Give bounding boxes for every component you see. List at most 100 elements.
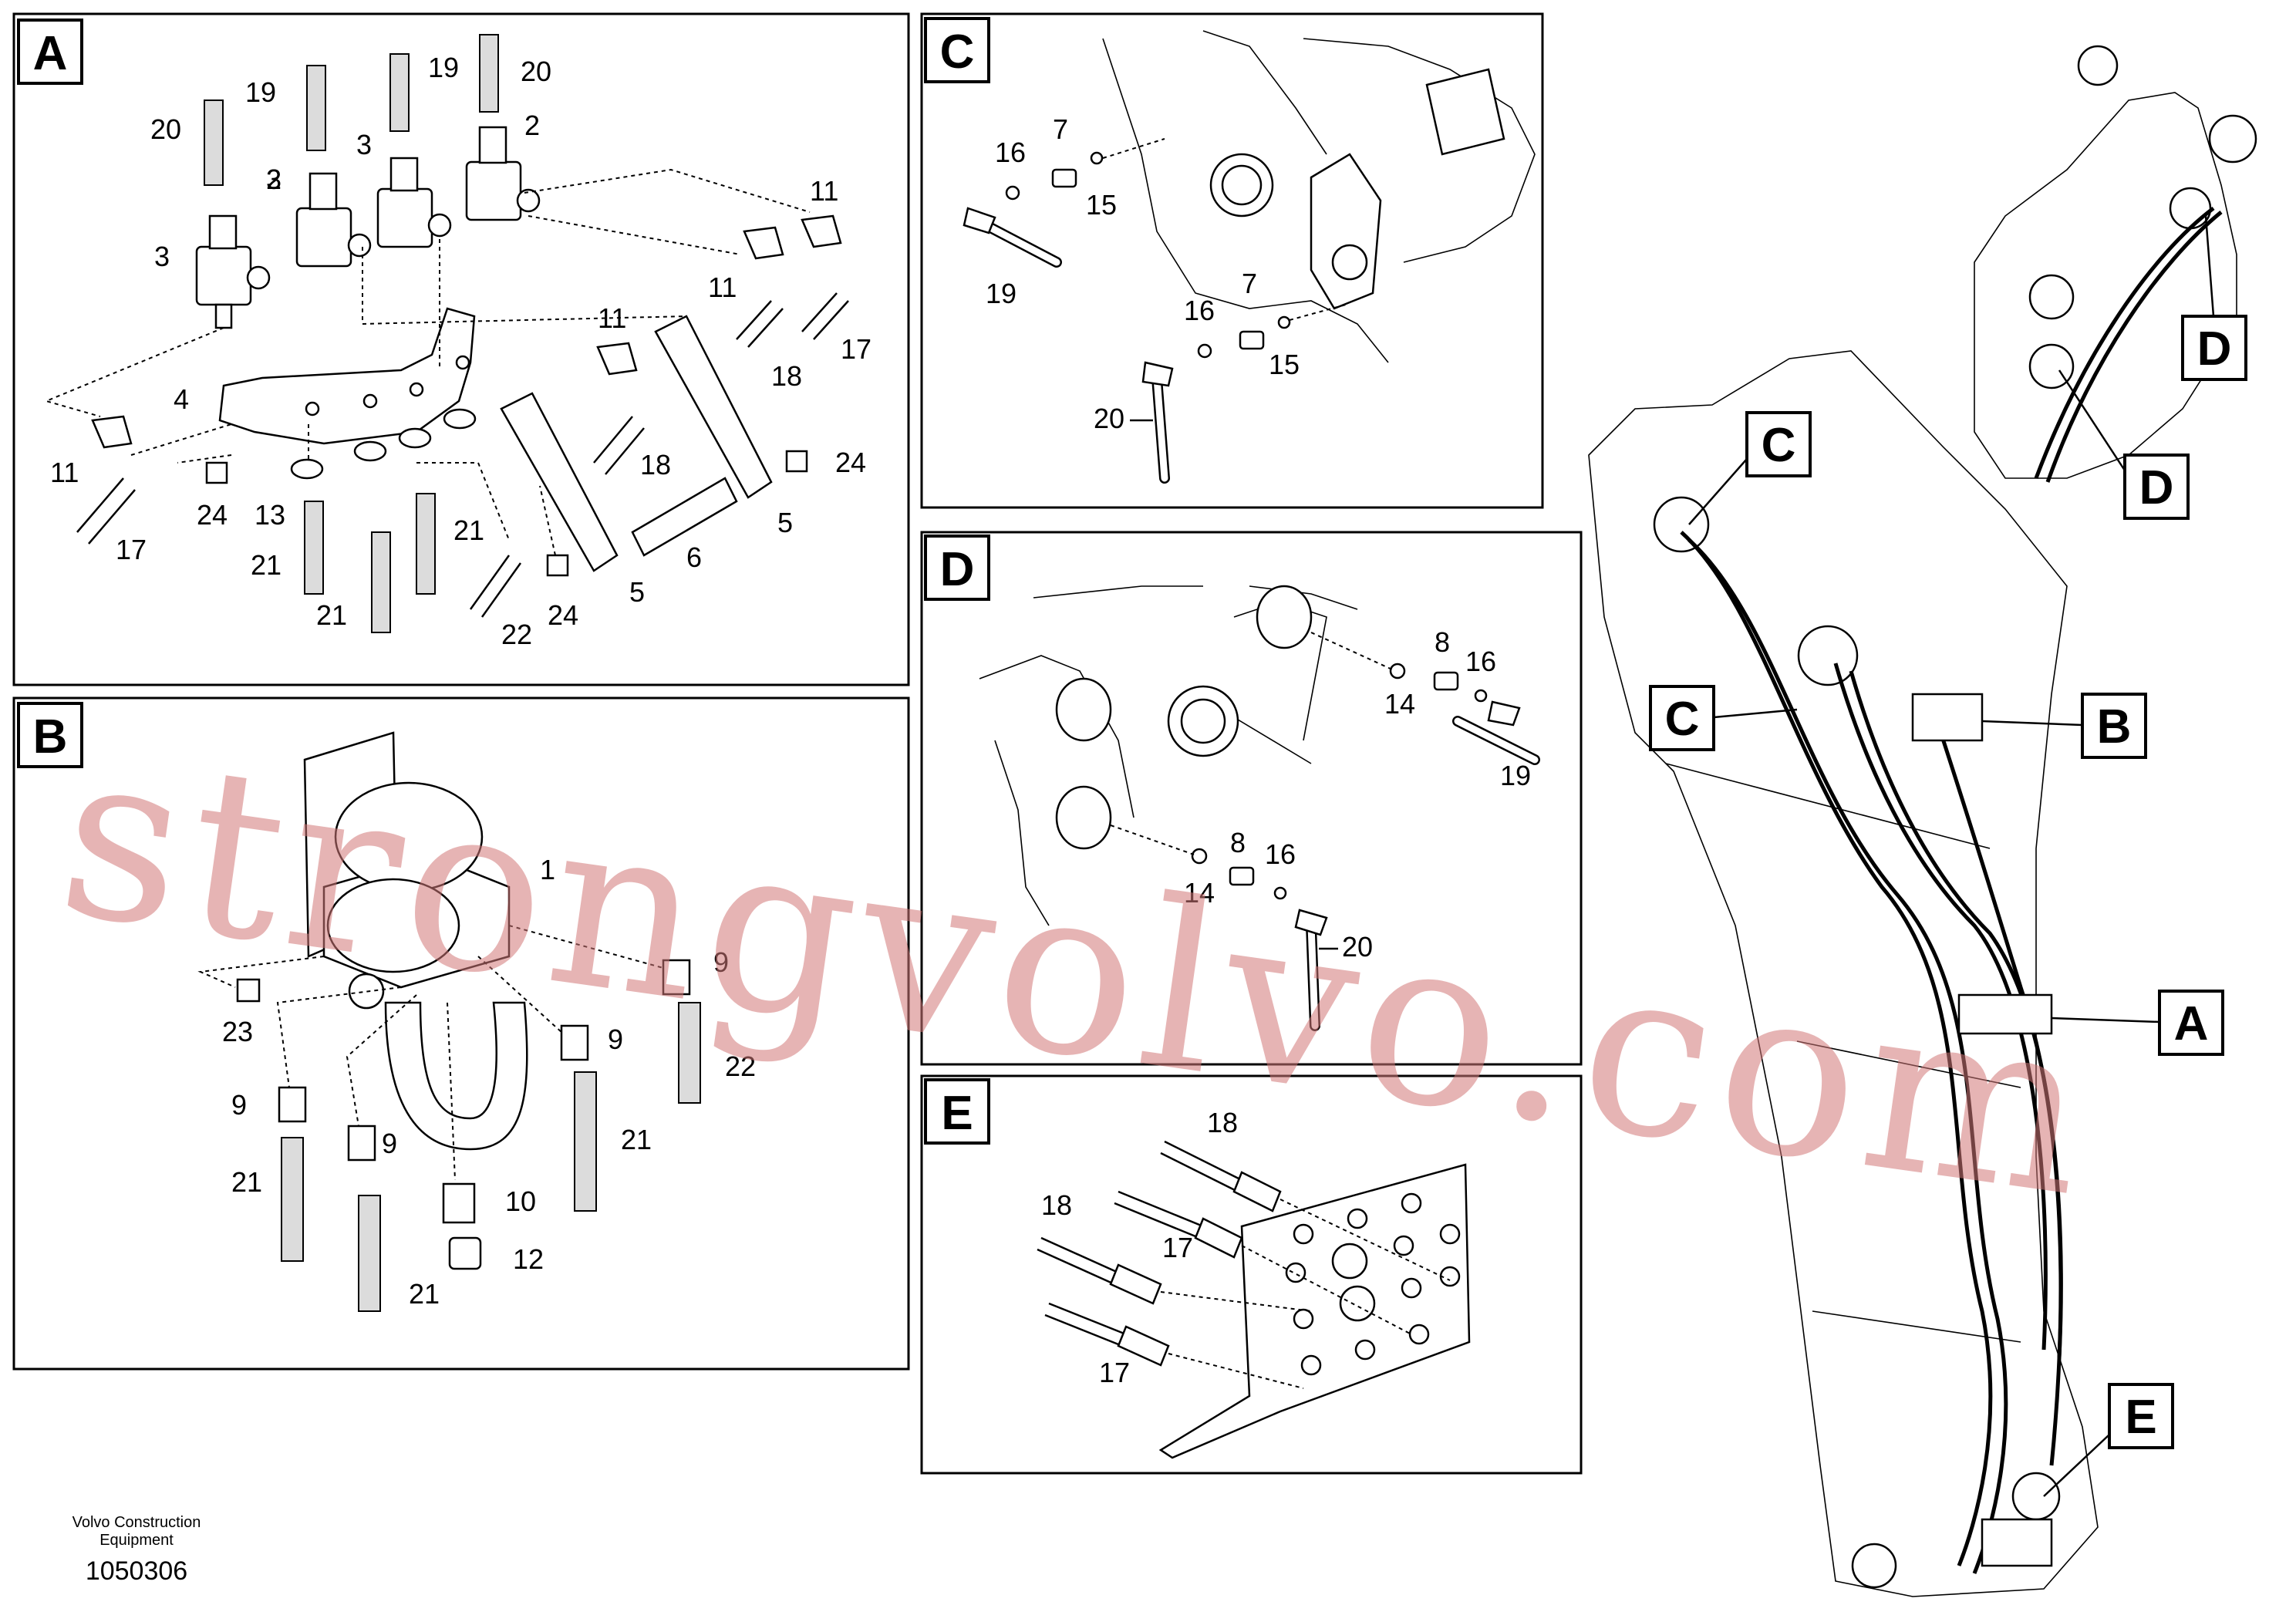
label-a-25: 6 xyxy=(686,541,702,573)
hose-17-e-top xyxy=(1114,1190,1243,1259)
label-a-23: 24 xyxy=(548,599,578,631)
label-b-7: 10 xyxy=(505,1185,536,1217)
label-b-8: 21 xyxy=(409,1278,440,1310)
label-b-4: 9 xyxy=(231,1089,247,1121)
hose-19-top-2 xyxy=(389,53,410,132)
label-a-24: 18 xyxy=(640,449,671,481)
oring-14-d-top xyxy=(1389,663,1406,679)
hose-plate xyxy=(1158,1163,1471,1459)
hose-21-b1 xyxy=(574,1071,597,1212)
label-d-5: 16 xyxy=(1265,838,1296,870)
fitting-7-c-top xyxy=(1051,168,1077,188)
boom-head-outline-d xyxy=(979,585,1358,926)
nut-b xyxy=(398,427,432,449)
label-a-2: 19 xyxy=(428,52,459,83)
hose-20-top xyxy=(204,99,224,186)
boom-head-detail xyxy=(1974,92,2237,479)
label-a-12: 18 xyxy=(771,360,802,392)
label-d-0: 8 xyxy=(1435,626,1450,658)
label-b-0: 1 xyxy=(540,854,555,885)
label-b-10: 21 xyxy=(621,1124,652,1155)
callout-c-top: C xyxy=(1762,419,1796,472)
valve-3-left xyxy=(195,214,271,329)
callout-d-top: D xyxy=(2197,322,2232,376)
label-e-1: 18 xyxy=(1041,1189,1072,1221)
label-a-1: 19 xyxy=(245,76,276,108)
hose-21-c xyxy=(416,493,436,595)
footer-company-line2: Equipment xyxy=(99,1532,174,1549)
panel-c: C 16 7 15 19 7 16 15 20 xyxy=(920,12,1544,509)
label-a-10: 11 xyxy=(708,271,737,303)
manifold-a-overview xyxy=(1957,993,2053,1035)
label-a-22: 22 xyxy=(501,619,532,650)
oring-16-c-top xyxy=(1005,185,1020,201)
label-a-20: 21 xyxy=(316,599,347,631)
footer-drawing-number: 1050306 xyxy=(86,1556,187,1586)
label-d-4: 8 xyxy=(1230,827,1246,858)
hose-17-right xyxy=(801,292,849,340)
footer-company-line1: Volvo Construction xyxy=(72,1514,201,1531)
bolt-23 xyxy=(236,978,261,1003)
panel-a: A xyxy=(12,12,910,686)
oring-15-c-bot xyxy=(1277,315,1291,329)
elbow-11-center xyxy=(596,342,638,376)
label-c-4: 7 xyxy=(1242,268,1257,299)
elbow-11-left xyxy=(91,415,133,449)
label-b-2: 9 xyxy=(608,1023,623,1055)
link-5-b xyxy=(654,315,773,499)
label-a-26: 5 xyxy=(777,507,793,538)
label-a-17: 24 xyxy=(197,499,228,531)
label-a-4: 3 xyxy=(356,129,372,160)
plate-e-overview xyxy=(1981,1518,2053,1567)
fitting-8-d-top xyxy=(1433,671,1459,691)
panel-e: E 18 18 17 17 xyxy=(920,1074,1583,1475)
label-c-0: 16 xyxy=(995,137,1026,168)
label-b-11: 12 xyxy=(513,1243,544,1275)
label-c-7: 20 xyxy=(1094,403,1124,434)
label-a-14: 4 xyxy=(174,383,189,415)
fitting-9-b xyxy=(560,1024,589,1061)
label-d-1: 16 xyxy=(1465,646,1496,677)
label-c-5: 16 xyxy=(1184,295,1215,326)
label-c-3: 19 xyxy=(986,278,1017,309)
label-a-8: 3 xyxy=(266,164,282,195)
panel-a-tag: A xyxy=(33,27,68,80)
pin-6 xyxy=(631,477,738,557)
hose-21-a xyxy=(304,501,324,595)
label-d-2: 14 xyxy=(1384,688,1415,720)
bolt-24-a xyxy=(205,461,228,484)
label-a-15: 11 xyxy=(50,457,79,488)
fitting-7-c-bot xyxy=(1239,330,1265,350)
oring-16-d-top xyxy=(1474,689,1488,703)
nut-12 xyxy=(448,1236,482,1270)
label-a-5: 2 xyxy=(524,110,540,141)
panel-d: D 8 16 14 19 8 16 14 20 xyxy=(920,531,1583,1066)
label-d-7: 20 xyxy=(1342,931,1373,963)
hose-21-b3 xyxy=(358,1195,381,1312)
label-a-7: 2 xyxy=(266,164,282,195)
label-a-3: 20 xyxy=(521,56,551,87)
label-a-18: 13 xyxy=(255,499,285,531)
bolt-24-c xyxy=(546,554,569,577)
fitting-9-d xyxy=(347,1125,376,1162)
label-b-5: 9 xyxy=(382,1128,397,1159)
label-b-9: 22 xyxy=(725,1050,756,1082)
bracket-4 xyxy=(218,307,476,445)
label-d-3: 19 xyxy=(1500,760,1531,791)
boom-body xyxy=(1588,350,2099,1597)
manifold-b-overview xyxy=(1911,693,1984,742)
bolt-24-b xyxy=(785,450,808,473)
nut-a xyxy=(353,440,387,462)
panel-c-tag: C xyxy=(940,25,975,79)
fitting-9-c xyxy=(278,1086,307,1123)
label-d-6: 14 xyxy=(1184,877,1215,909)
label-a-0: 20 xyxy=(150,113,181,145)
fitting-9-a xyxy=(662,959,691,996)
hose-18-e-left xyxy=(1037,1236,1162,1305)
hose-19-top xyxy=(306,65,326,151)
label-a-19: 21 xyxy=(251,549,282,581)
callout-d-bottom: D xyxy=(2139,461,2174,514)
panel-b: B 1 9 9 23 9 9 21 10 21 2 xyxy=(12,696,910,1371)
label-a-13: 11 xyxy=(598,302,626,334)
